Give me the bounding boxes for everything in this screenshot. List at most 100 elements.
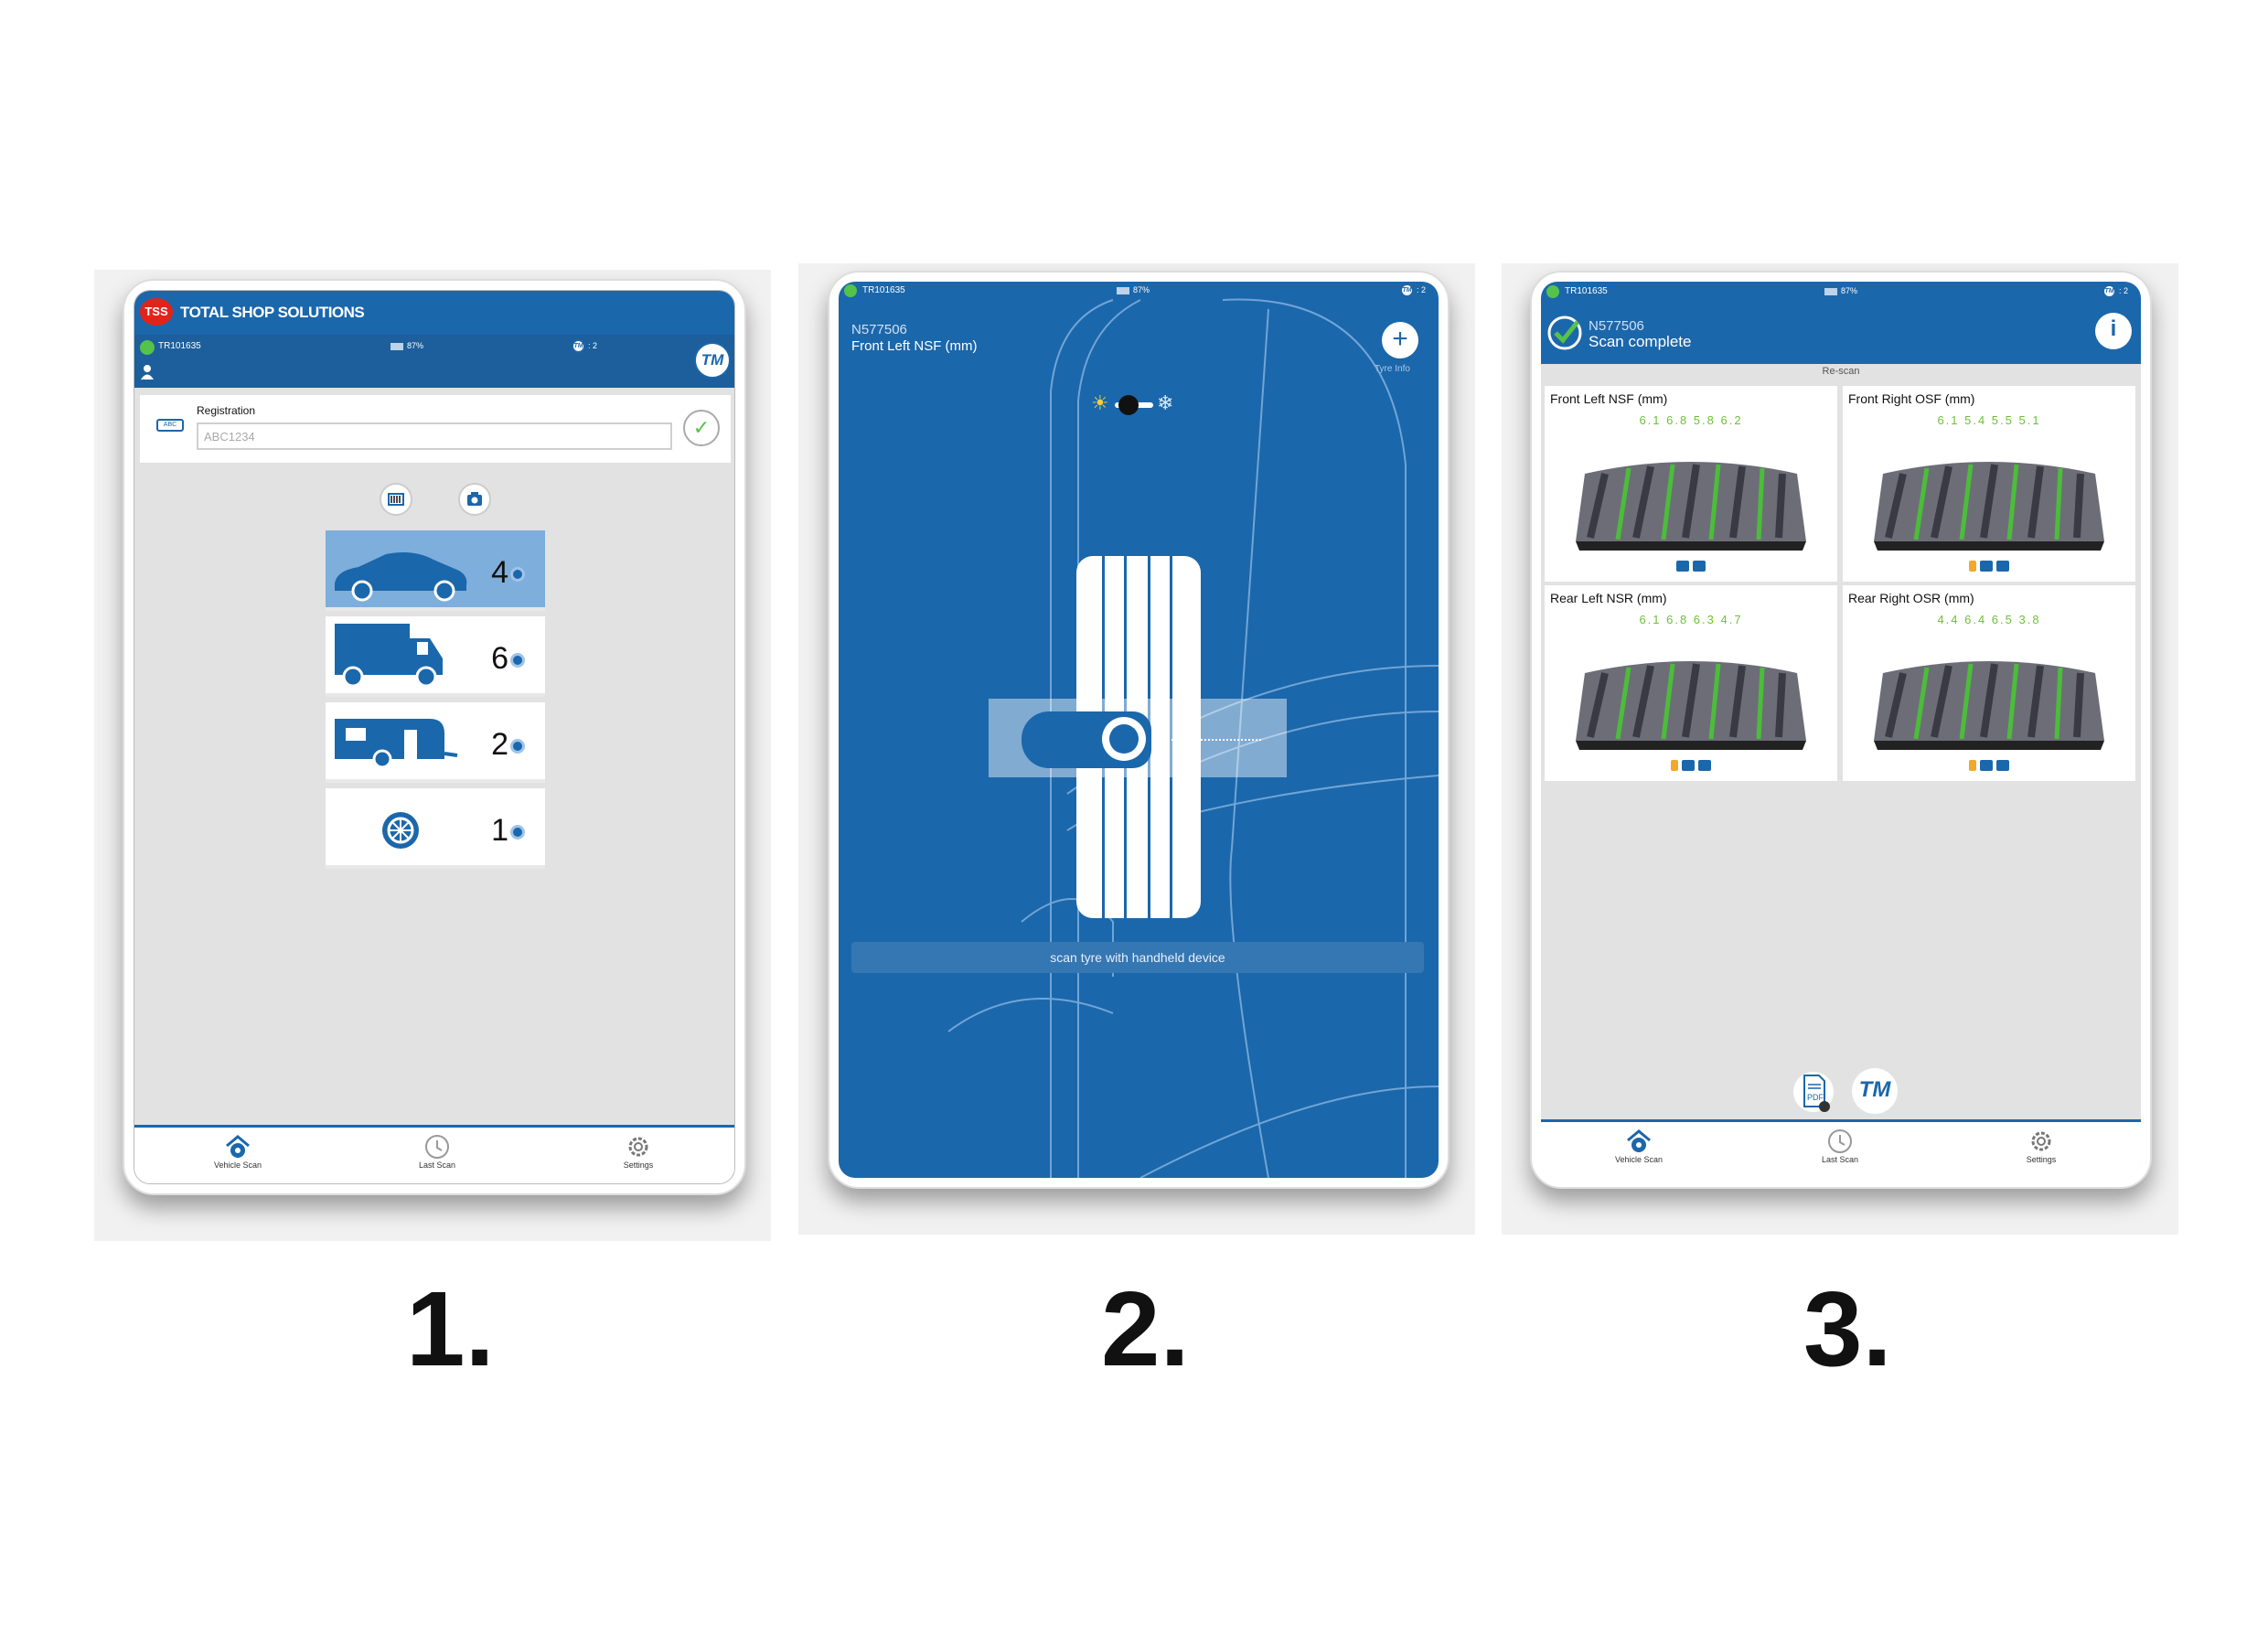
- gear-icon: [2031, 1131, 2051, 1151]
- device-id: TR101635: [158, 341, 201, 351]
- battery-icon: [390, 343, 403, 350]
- pdf-button[interactable]: PDF: [1793, 1070, 1834, 1114]
- handheld-device-icon: [1022, 711, 1151, 768]
- last-scan-icon: [1828, 1129, 1852, 1153]
- vehicle-caravan[interactable]: 2: [326, 702, 545, 783]
- wheel-icon: [382, 812, 419, 849]
- nav-last-scan[interactable]: Last Scan: [1790, 1128, 1890, 1164]
- info-button[interactable]: i: [2095, 313, 2132, 349]
- comment-icon[interactable]: [1682, 759, 1695, 771]
- camera-icon[interactable]: [1693, 560, 1706, 572]
- battery-level: 87%: [407, 341, 424, 350]
- screen-2: TR101635 87% TM : 2 N577506 Front Left N…: [839, 282, 1439, 1178]
- tyre-result-card[interactable]: Front Right OSF (mm)6.1 5.4 5.5 5.1: [1843, 386, 2135, 582]
- bottom-nav: Vehicle Scan Last Scan Settings: [1541, 1119, 2141, 1178]
- nav-settings[interactable]: Settings: [1991, 1128, 2091, 1164]
- nav-label: Last Scan: [418, 1160, 456, 1170]
- confirm-button[interactable]: ✓: [683, 410, 720, 446]
- nav-label: Settings: [2026, 1155, 2057, 1164]
- vehicle-van-count: 6: [491, 641, 525, 677]
- camera-button[interactable]: [458, 483, 491, 516]
- nav-label: Settings: [623, 1160, 654, 1170]
- tread-depth-values: 6.1 5.4 5.5 5.1: [1937, 413, 2041, 427]
- tablet-1: TSS TOTAL SHOP SOLUTIONS TR101635 87% TM…: [123, 279, 746, 1195]
- tread-depth-values: 6.1 6.8 5.8 6.2: [1639, 413, 1743, 427]
- tyre-dot-icon: [510, 567, 525, 583]
- nav-label: Vehicle Scan: [213, 1160, 262, 1170]
- tyre-action-icons: [1545, 558, 1837, 574]
- tyre-position-label: Front Left NSF (mm): [1550, 391, 1668, 406]
- app-header: TSS TOTAL SHOP SOLUTIONS TR101635 87% TM…: [134, 291, 734, 388]
- nav-label: Last Scan: [1821, 1155, 1859, 1164]
- camera-icon: [467, 492, 482, 506]
- tread-3d-image: [1874, 661, 2104, 750]
- step-label-2: 2.: [1101, 1269, 1190, 1388]
- connection-status-icon: [1546, 285, 1559, 298]
- battery-icon: [1117, 287, 1129, 294]
- scan-serial: N577506: [851, 322, 907, 337]
- tyre-position-label: Rear Left NSR (mm): [1550, 591, 1667, 605]
- tm-small-icon: TM: [572, 339, 585, 353]
- car-icon: [335, 552, 467, 602]
- tyre-info-button[interactable]: +: [1382, 322, 1418, 358]
- warning-icon: [1969, 560, 1976, 572]
- tyre-position-label: Rear Right OSR (mm): [1848, 591, 1974, 605]
- tyre-action-icons: [1545, 757, 1837, 774]
- screen-3: TR101635 87% TM : 2 N577506 Scan complet…: [1541, 282, 2141, 1178]
- season-toggle[interactable]: ☀ ❄: [1091, 391, 1182, 419]
- tablet-2: TR101635 87% TM : 2 N577506 Front Left N…: [828, 271, 1450, 1189]
- svg-text:PDF: PDF: [1807, 1093, 1824, 1102]
- vehicle-scan-icon: [1627, 1129, 1651, 1152]
- winter-icon: ❄: [1157, 391, 1174, 414]
- result-header: TR101635 87% TM : 2 N577506 Scan complet…: [1541, 282, 2141, 364]
- vehicle-van[interactable]: 6: [326, 616, 545, 697]
- nav-label: Vehicle Scan: [1614, 1155, 1664, 1164]
- registration-input[interactable]: [197, 422, 672, 450]
- tyre-dot-icon: [510, 739, 525, 754]
- comment-icon[interactable]: [1676, 560, 1689, 572]
- vehicle-car[interactable]: 4: [326, 530, 545, 611]
- tyre-action-icons: [1843, 757, 2135, 774]
- gear-icon: [628, 1137, 648, 1157]
- rescan-link[interactable]: Re-scan: [1822, 366, 1860, 377]
- camera-icon[interactable]: [1996, 560, 2009, 572]
- barcode-scan-button[interactable]: [380, 483, 412, 516]
- tyre-result-card[interactable]: Front Left NSF (mm) 6.1 6.8 5.8 6.2: [1545, 386, 1837, 582]
- truck-icon: [335, 624, 443, 688]
- comment-icon[interactable]: [1980, 560, 1993, 572]
- check-circle-icon: [1547, 315, 1582, 350]
- nav-settings[interactable]: Settings: [588, 1133, 689, 1170]
- nav-vehicle-scan[interactable]: Vehicle Scan: [1589, 1128, 1689, 1164]
- tread-3d-image: [1874, 462, 2104, 551]
- tm-button[interactable]: TM: [694, 342, 731, 379]
- toggle-knob: [1118, 395, 1139, 415]
- scan-tyre-title: Front Left NSF (mm): [851, 338, 978, 354]
- registration-badge: ABC: [156, 419, 184, 432]
- vehicle-car-count: 4: [491, 555, 525, 591]
- user-icon: [141, 365, 154, 380]
- tread-3d-image: [1576, 462, 1806, 551]
- nav-last-scan[interactable]: Last Scan: [387, 1133, 487, 1170]
- step-label-3: 3.: [1803, 1269, 1892, 1388]
- camera-icon[interactable]: [1996, 759, 2009, 771]
- tm-send-button[interactable]: TM: [1852, 1068, 1898, 1114]
- summer-icon: ☀: [1091, 391, 1109, 414]
- tyre-dot-icon: [510, 825, 525, 840]
- bottom-nav: Vehicle Scan Last Scan Settings: [134, 1125, 734, 1183]
- tm-count: : 2: [1417, 285, 1427, 294]
- pdf-icon: PDF: [1793, 1072, 1834, 1112]
- battery-level: 87%: [1133, 285, 1150, 294]
- nav-vehicle-scan[interactable]: Vehicle Scan: [187, 1133, 288, 1170]
- tyre-info-label: Tyre Info: [1375, 364, 1410, 374]
- scan-zone: [989, 699, 1287, 777]
- barcode-icon: [388, 493, 404, 506]
- tyre-result-card[interactable]: Rear Right OSR (mm)4.4 6.4 6.5 3.8: [1843, 585, 2135, 781]
- vehicle-single-wheel[interactable]: 1: [326, 788, 545, 869]
- camera-icon[interactable]: [1698, 759, 1711, 771]
- connection-status-icon: [140, 340, 155, 355]
- tyre-result-card[interactable]: Rear Left NSR (mm)6.1 6.8 6.3 4.7: [1545, 585, 1837, 781]
- screen-1: TSS TOTAL SHOP SOLUTIONS TR101635 87% TM…: [134, 290, 735, 1184]
- connection-status-icon: [844, 284, 857, 297]
- caravan-icon: [335, 719, 458, 769]
- comment-icon[interactable]: [1980, 759, 1993, 771]
